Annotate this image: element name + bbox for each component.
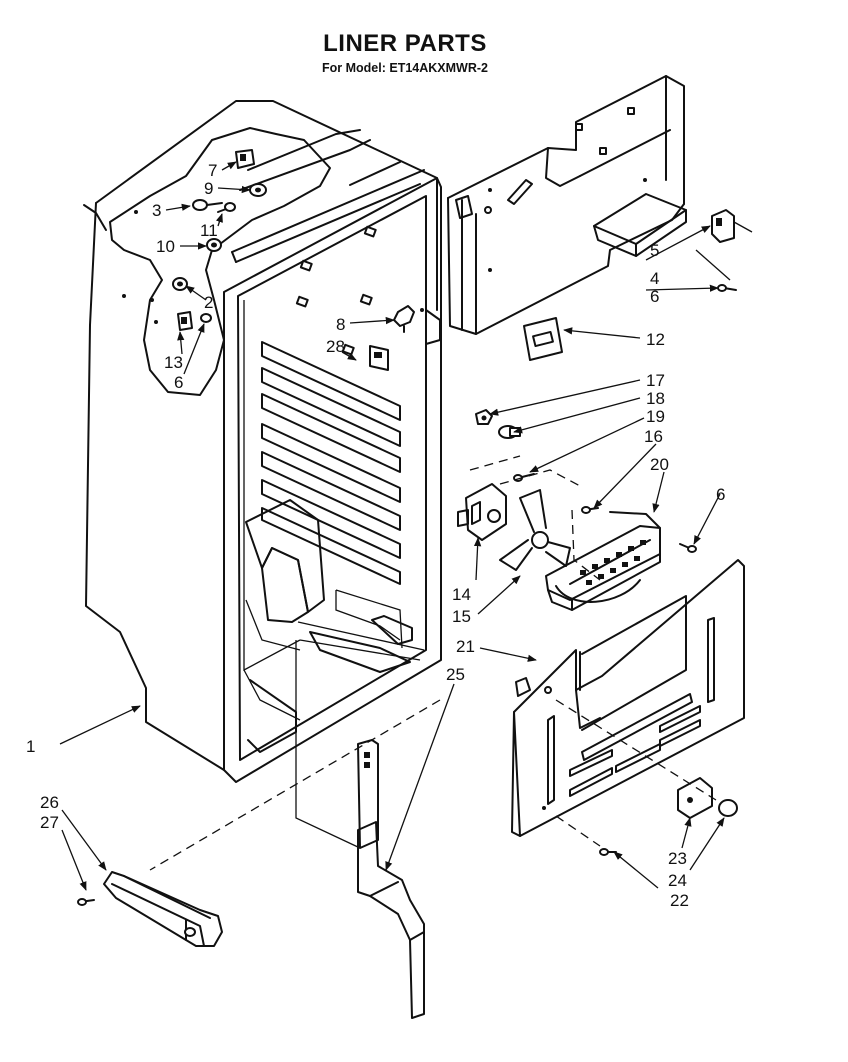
callout-25: 25 [446, 665, 465, 684]
part-25-duct [357, 739, 425, 1019]
callout-27: 27 [40, 813, 59, 832]
callout-22: 22 [670, 891, 689, 910]
liner-holes [295, 225, 377, 356]
callout-5: 5 [650, 241, 659, 260]
part-28-bracket [369, 345, 389, 371]
callout-17: 17 [646, 371, 665, 390]
cabinet-liner-outline [83, 100, 442, 783]
callout-6c: 6 [716, 485, 725, 504]
part-26-bracket [77, 871, 223, 947]
callout-4: 4 [650, 269, 659, 288]
leader-lines [59, 161, 725, 891]
callout-16: 16 [644, 427, 663, 446]
shelf-support-ribs [261, 341, 401, 585]
callout-3: 3 [152, 201, 161, 220]
diagram-title: LINER PARTS [323, 30, 487, 57]
part-12-cover [523, 317, 563, 361]
callout-12: 12 [646, 330, 665, 349]
parts-22-23-24 [555, 699, 738, 856]
callout-7: 7 [208, 161, 217, 180]
hinge-hardware [122, 149, 424, 333]
callout-1: 1 [26, 737, 35, 756]
callout-11: 11 [200, 221, 218, 240]
part-5-hinge [695, 209, 753, 292]
callout-8: 8 [336, 315, 345, 334]
part-21-panel [511, 559, 745, 837]
callout-15: 15 [452, 607, 471, 626]
callout-24: 24 [668, 871, 687, 890]
model-subtitle: For Model: ET14AKXMWR-2 [322, 61, 488, 75]
callout-6a: 6 [650, 287, 659, 306]
callout-18: 18 [646, 389, 665, 408]
callout-23: 23 [668, 849, 687, 868]
hardware-cutaway [109, 127, 331, 396]
fan-assembly [457, 409, 697, 611]
callout-21: 21 [456, 637, 475, 656]
callout-6b: 6 [174, 373, 183, 392]
callout-19: 19 [646, 407, 665, 426]
callout-labels: 1 2 3 4 5 6 6 6 7 8 9 10 11 12 13 14 15 … [26, 161, 725, 910]
callout-20: 20 [650, 455, 669, 474]
callout-14: 14 [452, 585, 471, 604]
alignment-lines [149, 510, 441, 871]
callout-9: 9 [204, 179, 213, 198]
callout-28: 28 [326, 337, 345, 356]
callout-10: 10 [156, 237, 175, 256]
callout-13: 13 [164, 353, 183, 372]
callout-2: 2 [204, 293, 213, 312]
part-4-panel [447, 75, 687, 335]
callout-26: 26 [40, 793, 59, 812]
